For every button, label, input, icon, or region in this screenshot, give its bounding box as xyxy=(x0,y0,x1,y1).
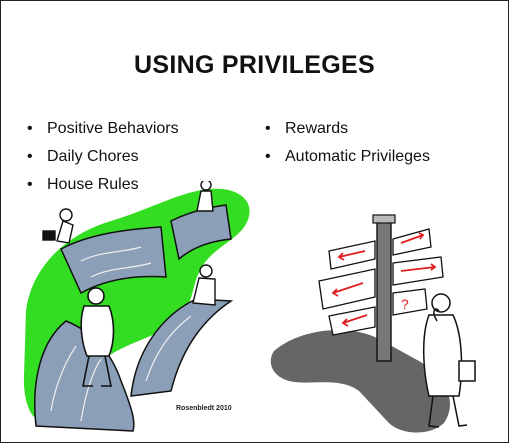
thinking-person xyxy=(423,293,476,428)
person-top-right xyxy=(196,181,214,212)
signpost-pole xyxy=(376,220,392,362)
slide-title: USING PRIVILEGES xyxy=(134,51,375,79)
bridge-right-top xyxy=(170,204,232,261)
credit-text: Rosenbledt 2010 xyxy=(176,405,232,412)
bullet-item: Automatic Privileges xyxy=(263,143,430,171)
bridge-top xyxy=(60,226,167,295)
bullet-item: Positive Behaviors xyxy=(25,115,179,143)
bridges-illustration xyxy=(23,181,250,432)
person-foreground xyxy=(80,287,115,387)
bullet-list-left: Positive Behaviors Daily Chores House Ru… xyxy=(25,115,179,199)
question-mark-icon: ? xyxy=(401,296,409,312)
person-center xyxy=(192,264,216,306)
person-with-briefcase xyxy=(42,208,74,244)
sign-left-bottom xyxy=(328,306,376,336)
sign-right-bottom xyxy=(392,288,428,316)
sign-left-top xyxy=(328,240,376,270)
bullet-item: House Rules xyxy=(25,171,179,199)
sign-right-middle xyxy=(392,256,444,286)
sign-arrows xyxy=(331,232,437,327)
bullet-list-right: Rewards Automatic Privileges xyxy=(263,115,430,171)
bullet-item: Rewards xyxy=(263,115,430,143)
bullet-item: Daily Chores xyxy=(25,143,179,171)
sign-right-top xyxy=(392,228,432,256)
signpost-shadow xyxy=(270,329,450,433)
signpost-illustration: ? xyxy=(270,214,476,433)
